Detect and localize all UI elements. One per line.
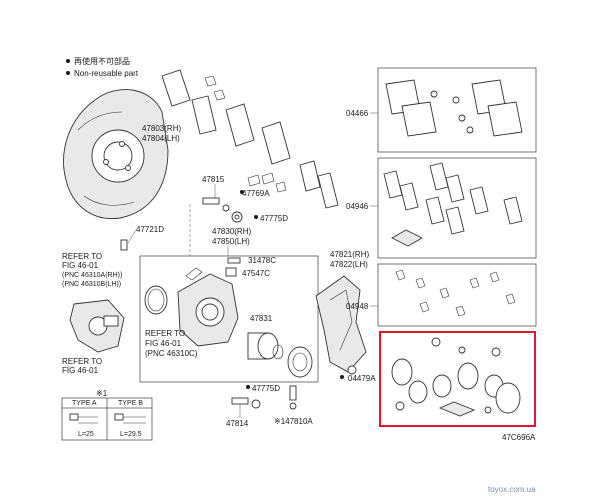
bleeder-plug-illustration[interactable] [225, 257, 241, 277]
ref-center-line-2[interactable]: FIG 46-01 [145, 339, 182, 348]
ref-center-line-1[interactable]: REFER TO [145, 329, 185, 338]
part-number-47804[interactable]: 47804(LH) [142, 134, 180, 143]
part-number-147810A[interactable]: ※147810A [274, 417, 313, 426]
part-number-47814[interactable]: 47814 [226, 419, 249, 428]
kit-04948-clips-illustration [395, 269, 516, 317]
center-pads-illustration[interactable] [161, 69, 339, 209]
piston-boot-illustration[interactable] [287, 346, 313, 378]
part-number-47769A[interactable]: 47769A [242, 189, 270, 198]
kit-04946-frame[interactable] [377, 157, 537, 259]
kit-04466-pads-illustration [385, 79, 523, 137]
bolt-47721D-illustration[interactable] [120, 229, 137, 251]
piston-seal-ring-illustration[interactable] [144, 285, 168, 315]
caliper-assembly-frame [139, 255, 319, 383]
non-reusable-mark [246, 385, 250, 389]
type-b-label: TYPE B [118, 400, 143, 407]
non-reusable-mark [340, 375, 344, 379]
site-watermark: toyox.com.ua [488, 485, 536, 494]
bolt-47815-illustration[interactable] [202, 184, 243, 223]
seal-kit-illustration [391, 337, 521, 417]
ref-left-line-2[interactable]: FIG 46-01 [62, 261, 99, 270]
part-number-47815[interactable]: 47815 [202, 175, 225, 184]
part-number-47721D[interactable]: 47721D [136, 225, 164, 234]
part-number-47775D[interactable]: 47775D [260, 214, 288, 223]
legend-bullet [66, 71, 70, 75]
kit-04948-frame[interactable] [377, 263, 537, 327]
part-number-47821[interactable]: 47821(RH) [330, 250, 369, 259]
part-number-04479A[interactable]: 04479A [348, 374, 376, 383]
legend-bullet [66, 59, 70, 63]
dust-cover-illustration[interactable] [63, 89, 169, 220]
non-reusable-mark [254, 215, 258, 219]
ref-left-line-1[interactable]: REFER TO [62, 252, 102, 261]
kit-04466-label[interactable]: 04466 [346, 109, 369, 118]
part-number-47803[interactable]: 47803(RH) [142, 124, 181, 133]
part-number-47850[interactable]: 47850(LH) [212, 237, 250, 246]
kit-04948-label[interactable]: 04948 [346, 302, 369, 311]
part-number-31478C[interactable]: 31478C [248, 256, 276, 265]
part-number-47547C[interactable]: 47547C [242, 269, 270, 278]
bolt-type-table [61, 397, 153, 441]
part-number-47822[interactable]: 47822(LH) [330, 260, 368, 269]
piston-47831-illustration[interactable] [247, 332, 284, 360]
non-reusable-mark [240, 190, 244, 194]
seal-kit-highlight-frame[interactable] [379, 331, 536, 427]
part-number-47830[interactable]: 47830(RH) [212, 227, 251, 236]
part-number-47775D-bottom[interactable]: 47775D [252, 384, 280, 393]
type-table-mark: ※1 [96, 389, 108, 398]
type-a-length: L=25 [78, 431, 94, 438]
left-caliper-ref-illustration[interactable] [69, 299, 125, 353]
diagram-code: 47C696A [502, 433, 536, 442]
caliper-mounting-illustration[interactable] [315, 275, 367, 375]
kit-04946-label[interactable]: 04946 [346, 202, 369, 211]
kit-04946-shims-illustration [383, 162, 523, 247]
type-a-label: TYPE A [72, 400, 97, 407]
ref-left-line-3[interactable]: (PNC 46310A(RH)) [62, 272, 122, 279]
legend-jp-text: 再使用不可部品 [74, 56, 130, 66]
bolt-47814-illustration[interactable] [231, 397, 261, 418]
caliper-body-illustration[interactable] [177, 267, 239, 347]
ref-center-line-3[interactable]: (PNC 46310C) [145, 349, 198, 358]
bolt-147810A-illustration[interactable] [289, 385, 297, 410]
ref-left2-line-2[interactable]: FIG 46-01 [62, 366, 99, 375]
ref-left-line-4[interactable]: (PNC 46310B(LH)) [62, 281, 121, 288]
part-number-47831[interactable]: 47831 [250, 314, 273, 323]
legend-en-text: Non-reusable part [74, 69, 139, 78]
kit-04466-frame[interactable] [377, 67, 537, 153]
ref-left2-line-1[interactable]: REFER TO [62, 357, 102, 366]
type-b-length: L=29.5 [120, 431, 142, 438]
